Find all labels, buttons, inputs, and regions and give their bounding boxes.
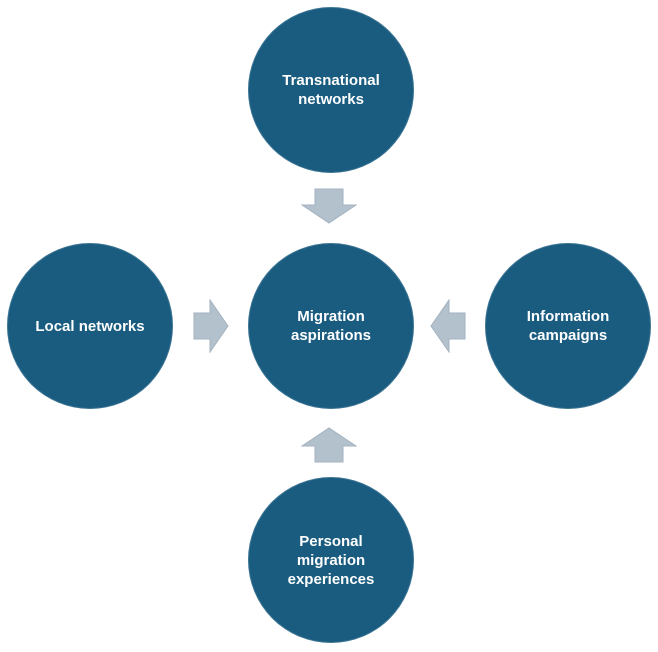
node-transnational-networks: Transnational networks xyxy=(248,7,414,173)
node-label-local-networks: Local networks xyxy=(35,317,145,335)
node-label-migration-aspirations: Migration aspirations xyxy=(290,308,372,344)
node-personal-migration-experiences: Personal migration experiences xyxy=(248,477,414,643)
node-information-campaigns: Information campaigns xyxy=(485,243,651,409)
arrow-right-icon xyxy=(193,299,229,353)
arrow-down-icon xyxy=(301,188,357,224)
node-label-transnational-networks: Transnational networks xyxy=(282,72,380,108)
node-label-information-campaigns: Information campaigns xyxy=(526,308,610,344)
node-local-networks: Local networks xyxy=(7,243,173,409)
node-label-personal-migration-experiences: Personal migration experiences xyxy=(287,532,375,588)
arrow-left-icon xyxy=(430,299,466,353)
node-migration-aspirations: Migration aspirations xyxy=(248,243,414,409)
arrow-up-icon xyxy=(301,427,357,463)
